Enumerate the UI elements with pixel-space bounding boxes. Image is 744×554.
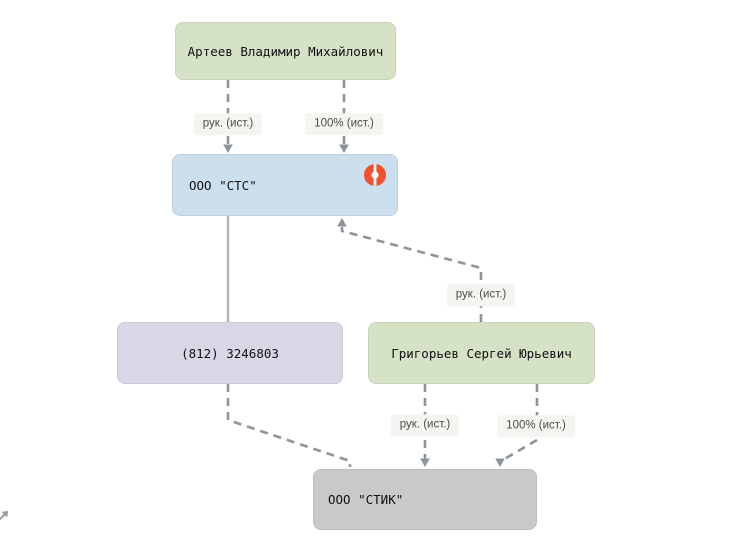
node-label: ООО "СТИК" (328, 492, 404, 507)
node-label: ООО "СТС" (189, 177, 257, 193)
edge-label-100-ist: 100% (ист.) (497, 415, 575, 437)
arrowhead-down-icon (339, 144, 349, 153)
kontur-logo-icon[interactable] (363, 163, 387, 187)
edge-grigoryev-stik-share (500, 384, 539, 463)
node-label: Артеев Владимир Михайлович (187, 43, 384, 59)
node-person-grigoryev[interactable]: Григорьев Сергей Юрьевич (368, 322, 595, 384)
edge-label-ruk-ist: рук. (ист.) (446, 284, 516, 306)
edge-grigoryev-sts-ruk (340, 227, 483, 322)
node-company-sts[interactable]: ООО "СТС" (172, 154, 398, 216)
node-label: (812) 3246803 (181, 345, 279, 361)
arrowhead-down-icon (420, 458, 430, 467)
arrowhead-down-icon (495, 458, 505, 467)
arrowhead-up-icon (337, 218, 347, 227)
arrowhead-down-icon (223, 144, 233, 153)
node-company-stik[interactable]: ООО "СТИК" (313, 469, 537, 530)
edge-label-ruk-ist: рук. (ист.) (390, 414, 460, 436)
edge-phone-stik (226, 384, 352, 467)
node-label: Григорьев Сергей Юрьевич (391, 345, 572, 361)
node-phone-number[interactable]: (812) 3246803 (117, 322, 343, 384)
node-person-arteev[interactable]: Артеев Владимир Михайлович (175, 22, 396, 80)
edge-label-100-ist: 100% (ист.) (305, 113, 383, 135)
expand-icon[interactable] (0, 505, 14, 525)
edge-label-ruk-ist: рук. (ист.) (193, 113, 263, 135)
